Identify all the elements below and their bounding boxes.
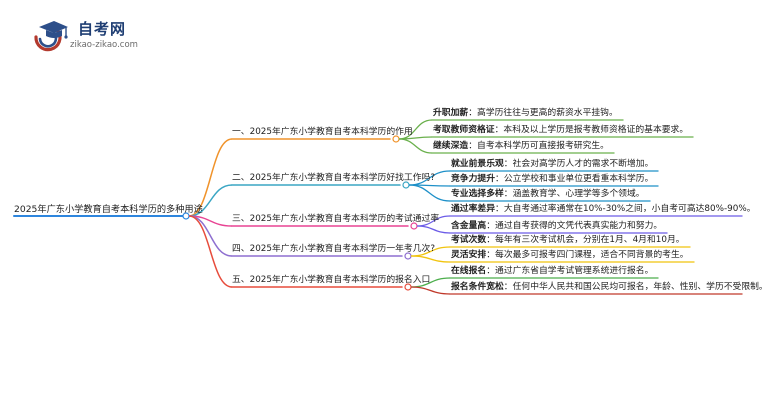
branch-3-leaf-2[interactable]: 含金量高：通过自考获得的文凭代表真实能力和努力。 xyxy=(451,222,662,231)
branch-5-leaf-1[interactable]: 在线报名：通过广东省自学考试管理系统进行报名。 xyxy=(451,267,653,276)
branch-3-leaf-1[interactable]: 通过率差异：大自考通过率通常在10%-30%之间，小自考可高达80%-90%。 xyxy=(451,205,756,214)
connector-lines xyxy=(13,119,743,295)
branch-5-leaf-2[interactable]: 报名条件宽松：任何中华人民共和国公民均可报名，年龄、性别、学历不受限制。 xyxy=(451,283,768,292)
leaf-separator: ： xyxy=(503,282,513,292)
branch-1-connector xyxy=(188,138,233,217)
branch-1-leaf-3-connector xyxy=(398,138,433,154)
branch-1-leaf-3[interactable]: 继续深造：自考本科学历可直接报考研究生。 xyxy=(433,142,609,151)
leaf-key: 灵活安排 xyxy=(451,250,487,260)
branch-5-label[interactable]: 五、2025年广东小学教育自考本科学历的报名入口 xyxy=(232,275,431,285)
branch-4-label[interactable]: 四、2025年广东小学教育自考本科学历一年考几次? xyxy=(232,244,435,254)
branch-4-leaf-2[interactable]: 灵活安排：每次最多可报考四门课程，适合不同背景的考生。 xyxy=(451,251,689,260)
logo-url: zikao-zikao.com xyxy=(70,40,138,50)
leaf-separator: ： xyxy=(486,221,496,231)
leaf-text: 涵盖教育学、心理学等多个领域。 xyxy=(512,189,645,199)
leaf-separator: ： xyxy=(486,235,496,245)
leaf-text: 自考本科学历可直接报考研究生。 xyxy=(477,141,609,151)
branch-2-connector xyxy=(188,184,233,217)
leaf-separator: ： xyxy=(486,266,496,276)
leaf-text: 公立学校和事业单位更看重本科学历。 xyxy=(503,174,654,184)
branch-2-leaf-3-connector xyxy=(408,184,451,202)
branch-2-leaf-2[interactable]: 竞争力提升：公立学校和事业单位更看重本科学历。 xyxy=(451,175,653,184)
leaf-key: 含金量高 xyxy=(451,221,487,231)
branch-3-leaf-2-connector xyxy=(416,225,451,234)
leaf-text: 大自考通过率通常在10%-30%之间，小自考可高达80%-90%。 xyxy=(503,204,756,214)
leaf-key: 在线报名 xyxy=(451,266,487,276)
leaf-key: 专业选择多样 xyxy=(451,189,504,199)
branch-5-connector xyxy=(188,215,233,288)
branch-4-leaf-1[interactable]: 考试次数：每年有三次考试机会，分别在1月、4月和10月。 xyxy=(451,236,685,245)
leaf-separator: ： xyxy=(495,174,504,184)
leaf-text: 任何中华人民共和国公民均可报名，年龄、性别、学历不受限制。 xyxy=(512,282,768,292)
branch-2-leaf-1[interactable]: 就业前景乐观：社会对高学历人才的需求不断增加。 xyxy=(451,160,653,169)
leaf-key: 继续深造 xyxy=(433,141,469,151)
mindmap-canvas: 自考网 zikao-zikao.com 2025年广东小学教育自考本科学历的多种… xyxy=(13,17,768,295)
leaf-text: 通过广东省自学考试管理系统进行报名。 xyxy=(495,266,654,276)
leaf-key: 考试次数 xyxy=(451,235,487,245)
graduation-logo-icon xyxy=(34,21,68,52)
leaf-separator: ： xyxy=(503,189,513,199)
leaf-separator: ： xyxy=(468,108,478,118)
leaf-text: 本科及以上学历是报考教师资格证的基本要求。 xyxy=(503,125,689,135)
leaf-separator: ： xyxy=(494,125,504,135)
leaf-text: 高学历往往与更高的薪资水平挂钩。 xyxy=(477,108,618,118)
leaf-key: 竞争力提升 xyxy=(451,174,495,184)
leaf-key: 升职加薪 xyxy=(433,108,469,118)
branch-3-label[interactable]: 三、2025年广东小学教育自考本科学历的考试通过率 xyxy=(232,214,440,224)
leaf-text: 每次最多可报考四门课程，适合不同背景的考生。 xyxy=(495,250,689,260)
leaf-key: 考取教师资格证 xyxy=(433,125,495,135)
leaf-text: 社会对高学历人才的需求不断增加。 xyxy=(512,159,654,169)
leaf-key: 就业前景乐观 xyxy=(451,159,504,169)
branch-2-label[interactable]: 二、2025年广东小学教育自考本科学历好找工作吗? xyxy=(232,173,435,183)
leaf-separator: ： xyxy=(468,141,478,151)
branch-1-leaf-1[interactable]: 升职加薪：高学历往往与更高的薪资水平挂钩。 xyxy=(433,109,618,118)
logo-name: 自考网 xyxy=(78,20,127,38)
branch-4-leaf-2-connector xyxy=(410,255,451,263)
leaf-text: 每年有三次考试机会，分别在1月、4月和10月。 xyxy=(495,235,685,245)
leaf-separator: ： xyxy=(503,159,513,169)
leaf-text: 通过自考获得的文凭代表真实能力和努力。 xyxy=(495,221,663,231)
root-topic[interactable]: 2025年广东小学教育自考本科学历的多种用途 xyxy=(14,204,203,215)
branch-1-leaf-2[interactable]: 考取教师资格证：本科及以上学历是报考教师资格证的基本要求。 xyxy=(433,126,688,135)
leaf-separator: ： xyxy=(486,250,496,260)
site-logo[interactable]: 自考网 zikao-zikao.com xyxy=(30,17,170,53)
leaf-key: 通过率差异 xyxy=(451,204,495,214)
branch-1-label[interactable]: 一、2025年广东小学教育自考本科学历的作用 xyxy=(232,127,413,137)
branch-2-leaf-3[interactable]: 专业选择多样：涵盖教育学、心理学等多个领域。 xyxy=(451,190,645,199)
branch-5-leaf-2-connector xyxy=(410,286,451,295)
leaf-key: 报名条件宽松 xyxy=(451,282,504,292)
leaf-separator: ： xyxy=(495,204,504,214)
